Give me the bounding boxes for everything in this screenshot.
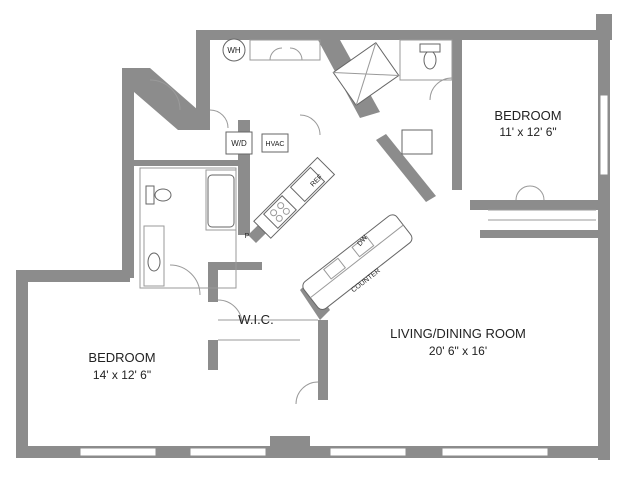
room-name-wic: W.I.C. [238,312,273,327]
interior-lines [139,39,596,405]
walls [16,14,612,460]
label-wh: WH [227,46,241,55]
room-dims-bedroom-right: 11' x 12' 6" [499,125,556,139]
label-pantry: P [245,233,250,240]
washer-dryer-icon [225,131,253,155]
room-name-bedroom-right: BEDROOM [494,108,561,123]
label-wd: W/D [231,139,247,148]
room-dims-bedroom-left: 14' x 12' 6" [93,368,151,382]
hvac-icon [261,133,289,153]
water-heater-icon [222,38,246,62]
label-hvac: HVAC [266,141,285,148]
fixtures [145,38,441,310]
room-name-living: LIVING/DINING ROOM [390,326,526,341]
windows-bottom [79,447,549,457]
room-dims-living: 20' 6" x 16' [429,344,487,358]
room-name-bedroom-left: BEDROOM [88,350,155,365]
